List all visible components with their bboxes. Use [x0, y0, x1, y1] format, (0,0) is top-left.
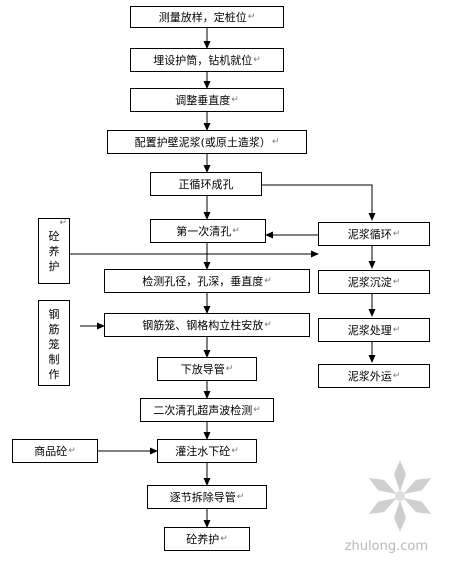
step-survey: 测量放样，定桩位↵: [130, 6, 284, 28]
step-mud-prep-label: 配置护壁泥浆(或原土造浆）: [134, 136, 271, 149]
step-drilling: 正循环成孔: [150, 172, 262, 196]
mud-treatment-label: 泥浆处理: [347, 324, 392, 337]
step-final-cure-label: 砼养护: [186, 533, 220, 546]
return-mark: ↵: [232, 226, 240, 236]
mud-settling: 泥浆沉淀↵: [318, 270, 430, 294]
step-pour-concrete-label: 灌注水下砼: [175, 445, 231, 458]
return-mark: ↵: [236, 492, 245, 502]
step-inspect-hole: 检测孔径，孔深，垂直度↵: [104, 269, 310, 293]
step-lower-pipe: 下放导管↵: [157, 357, 257, 381]
step-verticality-label: 调整垂直度: [175, 94, 231, 107]
step-cage-install: 钢筋笼、钢格构立柱安放↵: [104, 313, 310, 337]
side-curing: ↵ 砼养护: [38, 218, 70, 284]
mud-transport: 泥浆外运↵: [318, 364, 430, 388]
mud-transport-label: 泥浆外运: [347, 370, 392, 383]
return-mark: ↵: [271, 137, 280, 147]
side-cage-making: 钢筋笼制作: [38, 300, 70, 386]
side-ready-mix: 商品砼↵: [12, 439, 98, 463]
return-mark: ↵: [231, 95, 239, 105]
side-curing-label: 砼养护: [48, 230, 60, 273]
step-pour-concrete: 灌注水下砼↵: [157, 439, 257, 463]
mud-circulation-label: 泥浆循环: [347, 228, 392, 241]
return-mark: ↵: [253, 405, 261, 415]
watermark-text: zhulong.com: [344, 539, 428, 554]
return-mark: ↵: [392, 371, 401, 381]
return-mark: ↵: [247, 12, 256, 22]
step-first-clean-label: 第一次清孔: [176, 225, 232, 238]
side-cage-making-label: 钢筋笼制作: [48, 308, 60, 381]
return-mark: ↵: [231, 446, 239, 456]
watermark: zhulong.com: [345, 452, 450, 560]
step-cage-install-label: 钢筋笼、钢格构立柱安放: [142, 319, 264, 332]
step-second-clean: 二次清孔超声波检测↵: [140, 398, 274, 422]
step-first-clean: 第一次清孔↵: [150, 219, 266, 243]
return-mark: ↵: [392, 325, 401, 335]
return-mark: ↵: [264, 320, 272, 330]
step-casing: 埋设护筒，钻机就位↵: [130, 48, 284, 72]
return-mark: ↵: [253, 55, 261, 65]
mud-circulation: 泥浆循环↵: [318, 222, 430, 246]
step-survey-label: 测量放样，定桩位: [158, 11, 247, 24]
step-mud-prep: 配置护壁泥浆(或原土造浆）↵: [107, 130, 307, 154]
step-remove-pipe: 逐节拆除导管↵: [147, 485, 267, 509]
mud-settling-label: 泥浆沉淀: [347, 276, 392, 289]
return-mark: ↵: [220, 534, 228, 544]
step-verticality: 调整垂直度↵: [130, 88, 284, 112]
step-remove-pipe-label: 逐节拆除导管: [169, 491, 236, 504]
return-mark: ↵: [392, 229, 401, 239]
return-mark: ↵: [68, 446, 76, 456]
return-mark: ↵: [59, 218, 67, 228]
arrow-drilling-to-mudcirc: [262, 184, 376, 221]
step-final-cure: 砼养护↵: [164, 527, 250, 551]
return-mark: ↵: [264, 276, 272, 286]
side-ready-mix-label: 商品砼: [34, 445, 68, 458]
step-drilling-label: 正循环成孔: [178, 178, 234, 191]
return-mark: ↵: [392, 277, 401, 287]
snowflake-logo-icon: [365, 460, 435, 532]
step-lower-pipe-label: 下放导管: [180, 363, 225, 376]
mud-treatment: 泥浆处理↵: [318, 318, 430, 342]
step-second-clean-label: 二次清孔超声波检测: [153, 404, 253, 417]
step-casing-label: 埋设护筒，钻机就位: [153, 54, 253, 67]
step-inspect-hole-label: 检测孔径，孔深，垂直度: [142, 275, 264, 288]
return-mark: ↵: [225, 364, 234, 374]
